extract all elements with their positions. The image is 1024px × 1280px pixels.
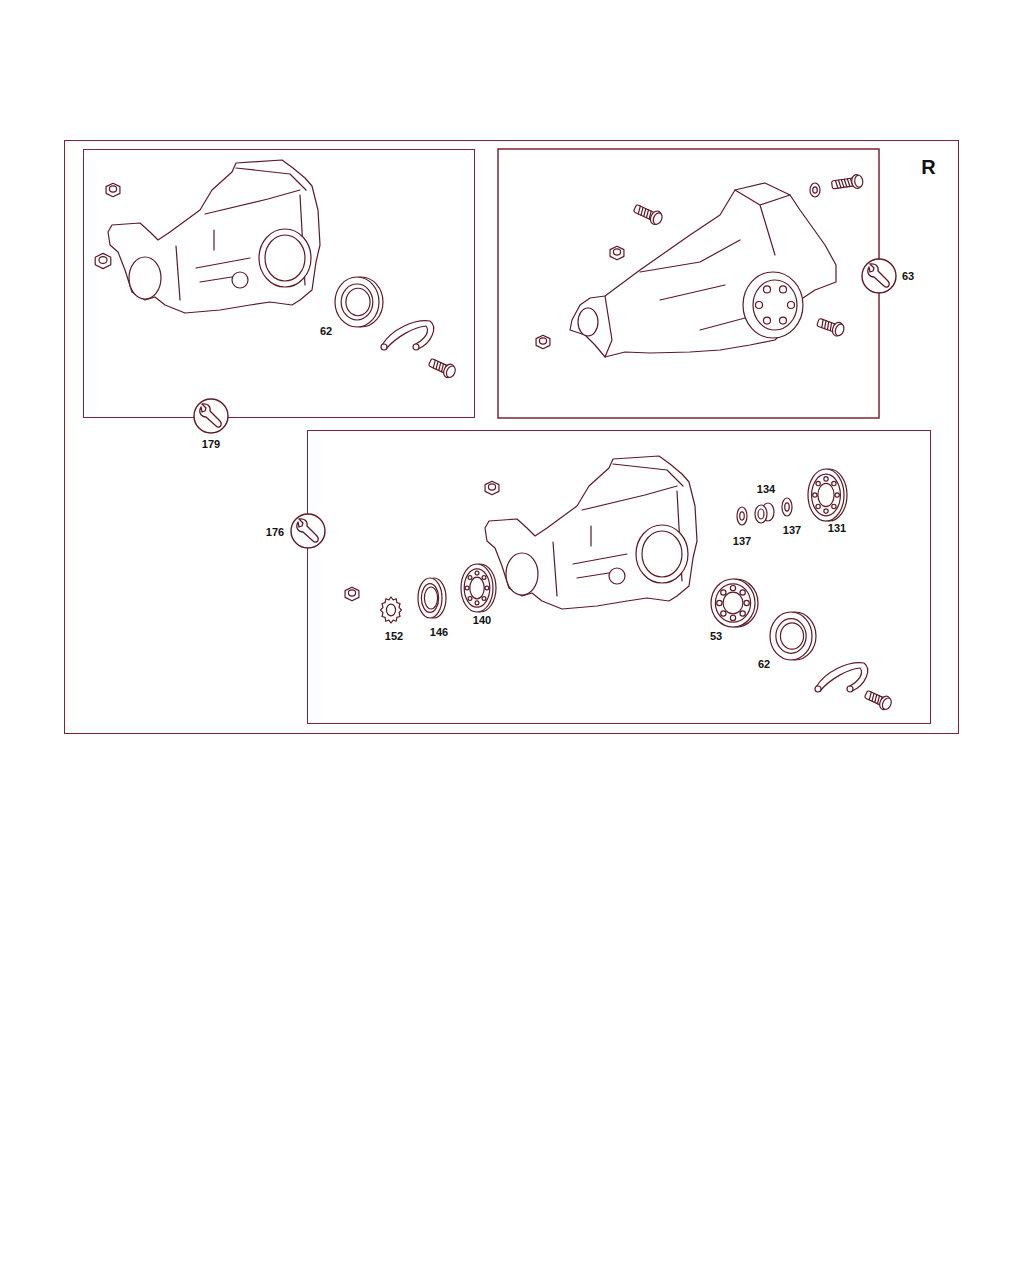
bolt bbox=[632, 202, 664, 227]
tool-icon bbox=[862, 259, 896, 293]
callout-number: 146 bbox=[430, 627, 448, 638]
panel-frame bbox=[498, 149, 879, 418]
parts-panel: 62 bbox=[83, 149, 475, 418]
hex-nut bbox=[106, 183, 120, 197]
callout-number: 176 bbox=[266, 527, 284, 538]
bolt bbox=[831, 174, 864, 192]
axle-housing bbox=[570, 183, 836, 357]
callout-number: 140 bbox=[473, 615, 491, 626]
callout-number: 152 bbox=[385, 631, 403, 642]
bolt bbox=[427, 356, 457, 380]
hex-nut bbox=[345, 587, 359, 601]
hex-nut bbox=[610, 246, 624, 260]
callout-number: 62 bbox=[758, 659, 770, 670]
parts-panel: 134 137 137 131 152 146 140 53 62 bbox=[307, 430, 931, 724]
axle-housing bbox=[485, 456, 697, 609]
tool-icon bbox=[291, 514, 325, 548]
callout-number: 62 bbox=[320, 326, 332, 337]
gear-ring bbox=[381, 597, 402, 623]
page-letter: R bbox=[921, 157, 935, 177]
callout-number: 131 bbox=[828, 523, 846, 534]
tool-icon bbox=[194, 399, 228, 433]
callout-number: 63 bbox=[902, 271, 914, 282]
ball-bearing bbox=[808, 469, 847, 521]
callout-number: 137 bbox=[783, 525, 801, 536]
shaft-seal bbox=[770, 612, 816, 660]
retaining-clip bbox=[381, 321, 434, 350]
bolt bbox=[863, 688, 893, 712]
spacer-sleeve bbox=[755, 503, 774, 523]
callout-number: 53 bbox=[710, 631, 722, 642]
bolt bbox=[816, 315, 846, 337]
callout-number: 137 bbox=[733, 536, 751, 547]
washer bbox=[782, 498, 792, 516]
ball-bearing bbox=[461, 564, 496, 612]
retaining-clip bbox=[815, 663, 868, 692]
hex-nut bbox=[536, 335, 550, 349]
hex-nut bbox=[485, 481, 499, 495]
shaft-seal bbox=[418, 578, 446, 618]
washer bbox=[737, 507, 747, 525]
callout-number: 179 bbox=[202, 439, 220, 450]
washer bbox=[810, 183, 820, 197]
axle-housing bbox=[108, 160, 320, 313]
catalog-frame: R 62 134 137 137 131 152 146 140 53 62 bbox=[64, 140, 959, 734]
hex-nut bbox=[95, 253, 111, 268]
ball-bearing bbox=[711, 579, 758, 627]
shaft-seal bbox=[335, 277, 383, 327]
callout-number: 134 bbox=[757, 484, 775, 495]
